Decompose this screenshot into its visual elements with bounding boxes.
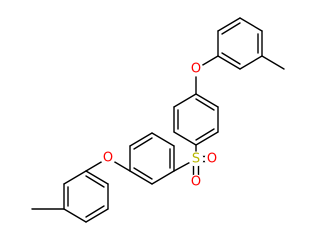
- bond: [85, 175, 105, 188]
- phenylene-ring-right: [173, 93, 219, 146]
- methyl-bond: [261, 55, 285, 70]
- bond: [195, 93, 219, 108]
- bond: [195, 131, 219, 146]
- atom-label: O: [191, 175, 201, 190]
- atom-label: O: [207, 152, 217, 167]
- atom-S-center: S: [188, 151, 204, 167]
- bond: [173, 131, 197, 146]
- bond: [133, 167, 153, 180]
- bond: [129, 170, 153, 185]
- bond: [133, 137, 153, 150]
- bond: [151, 132, 175, 147]
- bond: [85, 205, 105, 218]
- bond: [221, 52, 241, 65]
- bond: [151, 170, 175, 185]
- bond: [239, 17, 263, 32]
- atom-O-sulfonyl-right: O: [204, 151, 220, 167]
- tolyl-ring-bottom: [31, 170, 109, 223]
- bond: [63, 170, 87, 185]
- atom-O-left: O: [100, 150, 116, 166]
- bond: [217, 55, 241, 70]
- bond: [173, 93, 197, 108]
- bond: [195, 128, 215, 141]
- bond: [239, 55, 263, 70]
- bond: [85, 170, 109, 185]
- atom-O-sulfonyl-bottom: O: [188, 174, 204, 190]
- atom-label: O: [191, 62, 201, 77]
- bond: [217, 17, 241, 32]
- molecule-structure: O O S O O: [31, 17, 285, 223]
- atom-label: O: [103, 151, 113, 166]
- phenylene-ring-left: [129, 132, 175, 185]
- bond: [85, 208, 109, 223]
- bond: [221, 22, 241, 35]
- tolyl-ring-top: [217, 17, 285, 70]
- atom-O-top: O: [188, 61, 204, 77]
- bond: [63, 208, 87, 223]
- atom-label: S: [192, 152, 200, 167]
- molecule-canvas: O O S O O: [31, 17, 285, 223]
- bond: [129, 132, 153, 147]
- bond: [195, 98, 215, 111]
